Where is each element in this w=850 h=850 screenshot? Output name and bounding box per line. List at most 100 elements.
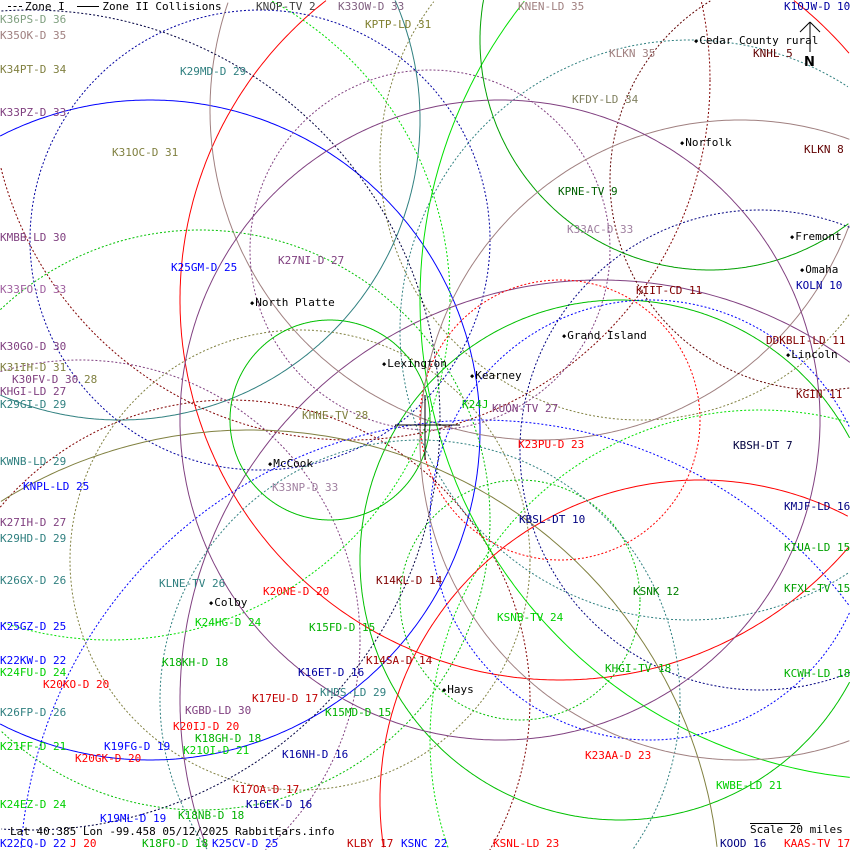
station-label[interactable]: K27NI-D 27 xyxy=(278,254,345,267)
station-label[interactable]: K25CV-D 25 xyxy=(212,837,279,850)
station-label[interactable]: K27IH-D 27 xyxy=(0,516,67,529)
station-label[interactable]: KLNE-TV 26 xyxy=(159,577,226,590)
station-label[interactable]: KPTP-LD 31 xyxy=(365,18,432,31)
station-label[interactable]: KSNC 22 xyxy=(401,837,448,850)
contour-arc xyxy=(0,120,421,421)
station-label[interactable]: KGBD-LD 30 xyxy=(185,704,252,717)
contour-arc xyxy=(0,520,491,811)
station-label[interactable]: K16EK-D 16 xyxy=(246,798,313,811)
contour-arc xyxy=(69,329,531,791)
station-label[interactable]: KLBY 17 xyxy=(347,837,394,850)
station-label[interactable]: 28 xyxy=(84,373,98,386)
station-label[interactable]: K16ET-D 16 xyxy=(298,666,365,679)
station-label[interactable]: KBSH-DT 7 xyxy=(733,439,793,452)
station-label[interactable]: K29MD-D 29 xyxy=(180,65,247,78)
station-label[interactable]: KSNL-LD 23 xyxy=(493,837,560,850)
station-label[interactable]: KNHL 5 xyxy=(753,47,793,60)
station-label[interactable]: KUON-TV 27 xyxy=(492,402,559,415)
station-label[interactable]: KMBB-LD 30 xyxy=(0,231,67,244)
station-label[interactable]: K33NP-D 33 xyxy=(272,481,339,494)
station-label[interactable]: KOLN 10 xyxy=(796,279,843,292)
station-label[interactable]: KHDS-LD 29 xyxy=(320,686,387,699)
station-label[interactable]: K20NE-D 20 xyxy=(263,585,330,598)
station-label[interactable]: K34PT-D 34 xyxy=(0,63,67,76)
station-label[interactable]: KFXL-TV 15 xyxy=(784,582,850,595)
station-label[interactable]: K29HD-D 29 xyxy=(0,532,67,545)
station-label[interactable]: K17EU-D 17 xyxy=(252,692,319,705)
station-label[interactable]: KPNE-TV 9 xyxy=(558,185,618,198)
station-label[interactable]: K21FF-D 21 xyxy=(0,740,67,753)
station-label[interactable]: KNPL-LD 25 xyxy=(23,480,90,493)
station-label[interactable]: KOOD 16 xyxy=(720,837,767,850)
station-label[interactable]: K15FD-D 15 xyxy=(309,621,376,634)
station-label[interactable]: K25GM-D 25 xyxy=(171,261,238,274)
contour-arc xyxy=(179,0,850,681)
station-label[interactable]: K24HG-D 24 xyxy=(195,616,262,629)
station-label[interactable]: K24FU-D 24 xyxy=(0,666,67,679)
station-label[interactable]: K20GK-D 20 xyxy=(75,752,142,765)
station-label[interactable]: K17OA-D 17 xyxy=(233,783,300,796)
station-label[interactable]: K18KH-D 18 xyxy=(162,656,229,669)
station-label[interactable]: KLKN 35 xyxy=(609,47,656,60)
station-label[interactable]: K33OW-D 33 xyxy=(338,0,405,13)
station-label[interactable]: K36PS-D 36 xyxy=(0,13,67,26)
station-label[interactable]: K18FO-D 18 xyxy=(142,837,209,850)
station-label[interactable]: K19ML-D 19 xyxy=(100,812,167,825)
station-label[interactable]: K14SA-D 14 xyxy=(366,654,433,667)
legend-zone1: Zone I xyxy=(25,0,65,13)
station-label[interactable]: K21OI-D 21 xyxy=(183,744,250,757)
station-label[interactable]: KWBE-LD 21 xyxy=(716,779,783,792)
station-label[interactable]: K18NB-D 18 xyxy=(178,809,245,822)
station-label[interactable]: K19FG-D 19 xyxy=(104,740,171,753)
station-label[interactable]: K25GZ-D 25 xyxy=(0,620,67,633)
station-label[interactable]: K22CQ-D 22 xyxy=(0,837,67,850)
station-label[interactable]: K20IJ-D 20 xyxy=(173,720,240,733)
station-label[interactable]: K31IH-D 31 xyxy=(0,361,67,374)
station-label[interactable]: J 20 xyxy=(70,837,97,850)
station-label[interactable]: KSNK 12 xyxy=(633,585,680,598)
station-label[interactable]: K33PZ-D 33 xyxy=(0,106,67,119)
city-marker: Lexington xyxy=(382,358,447,370)
station-label[interactable]: KHGI-TV 18 xyxy=(605,662,672,675)
station-label[interactable]: DDKBLI-LD 11 xyxy=(766,334,846,347)
station-label[interactable]: KBSL-DT 10 xyxy=(519,513,586,526)
station-label[interactable]: KNOP-TV 2 xyxy=(256,0,316,13)
station-label[interactable]: K14KL-D 14 xyxy=(376,574,443,587)
station-label[interactable]: KIIT-CD 11 xyxy=(636,284,703,297)
station-label[interactable]: K26GX-D 26 xyxy=(0,574,67,587)
station-label[interactable]: K33AC-D 33 xyxy=(567,223,634,236)
station-label[interactable]: K35OK-D 35 xyxy=(0,29,67,42)
station-label[interactable]: KHNE-TV 28 xyxy=(302,409,369,422)
station-label[interactable]: K16NH-D 16 xyxy=(282,748,349,761)
station-label[interactable]: K23PU-D 23 xyxy=(518,438,585,451)
station-label[interactable]: K10JW-D 10 xyxy=(784,0,850,13)
station-label[interactable]: KHGI-LD 27 xyxy=(0,385,67,398)
station-label[interactable]: K23AA-D 23 xyxy=(585,749,652,762)
station-label[interactable]: KFDY-LD 34 xyxy=(572,93,639,106)
station-label[interactable]: K31OC-D 31 xyxy=(112,146,179,159)
contour-arc xyxy=(20,419,850,848)
station-label[interactable]: K30FV-D 30 xyxy=(12,373,79,386)
contour-arc xyxy=(429,299,850,741)
station-label[interactable]: K18GH-D 18 xyxy=(195,732,262,745)
station-label[interactable]: K22KW-D 22 xyxy=(0,654,67,667)
station-label[interactable]: KWNB-LD 29 xyxy=(0,455,67,468)
station-label[interactable]: KAAS-TV 17 xyxy=(784,837,850,850)
station-label[interactable]: K24J xyxy=(462,398,489,411)
station-label[interactable]: KNEN-LD 35 xyxy=(518,0,585,13)
station-label[interactable]: K24EZ-D 24 xyxy=(0,798,67,811)
station-label[interactable]: K29GI-D 29 xyxy=(0,398,67,411)
station-label[interactable]: KGIN 11 xyxy=(796,388,843,401)
station-label[interactable]: KIUA-LD 15 xyxy=(784,541,850,554)
station-label[interactable]: K20KO-D 20 xyxy=(43,678,110,691)
station-label[interactable]: KLKN 8 xyxy=(804,143,844,156)
station-label[interactable]: KSNB-TV 24 xyxy=(497,611,564,624)
station-label[interactable]: KMJF-LD 16 xyxy=(784,500,850,513)
station-label[interactable]: K15MD-D 15 xyxy=(325,706,392,719)
station-label[interactable]: K30GO-D 30 xyxy=(0,340,67,353)
station-label[interactable]: KCWH-LD 18 xyxy=(784,667,850,680)
station-label[interactable]: K26FP-D 26 xyxy=(0,706,67,719)
station-label[interactable]: K33FO-D 33 xyxy=(0,283,67,296)
